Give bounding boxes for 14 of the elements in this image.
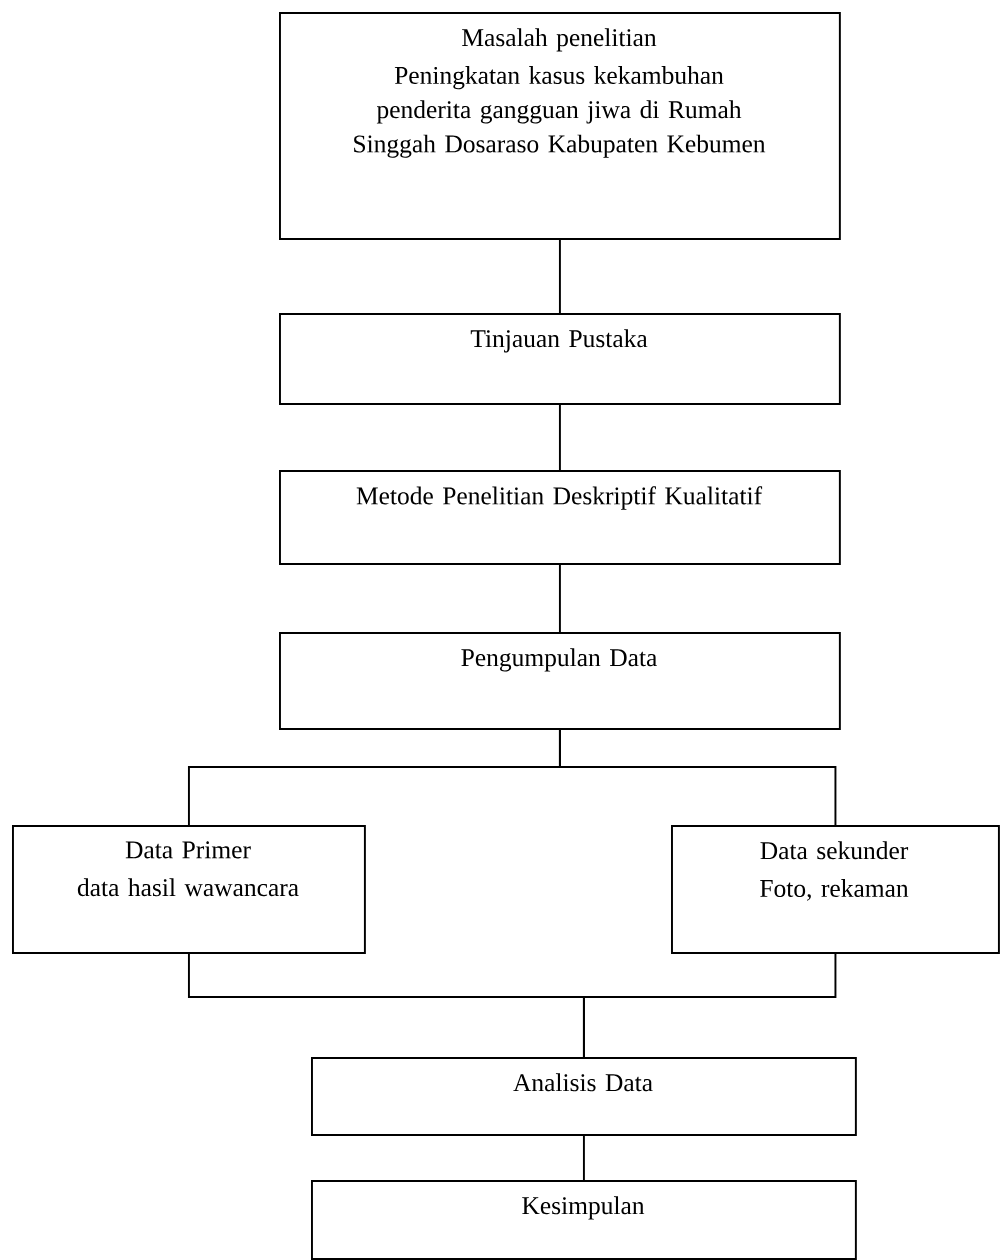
process-box: Data sekunder Foto, rekaman — [671, 825, 1000, 954]
process-box: Tinjauan Pustaka — [279, 313, 841, 405]
process-box: Analisis Data — [311, 1057, 857, 1136]
process-box: Masalah penelitian Peningkatan kasus kekambuhan penderita gangguan jiwa di Rumah Singgah Dosaraso Kabupaten Kebumen — [279, 12, 841, 240]
process-box: Pengumpulan Data — [279, 632, 841, 730]
connector-line — [558, 563, 561, 633]
process-box: Metode Penelitian Deskriptif Kualitatif — [279, 470, 841, 565]
connector-line — [558, 238, 561, 314]
process-box: Kesimpulan — [311, 1180, 857, 1260]
connector-line — [582, 1134, 585, 1181]
connector-line — [558, 728, 837, 826]
process-box: Data Primer data hasil wawancara — [12, 825, 366, 954]
connector-line — [558, 403, 561, 471]
connector-line — [582, 952, 837, 1058]
